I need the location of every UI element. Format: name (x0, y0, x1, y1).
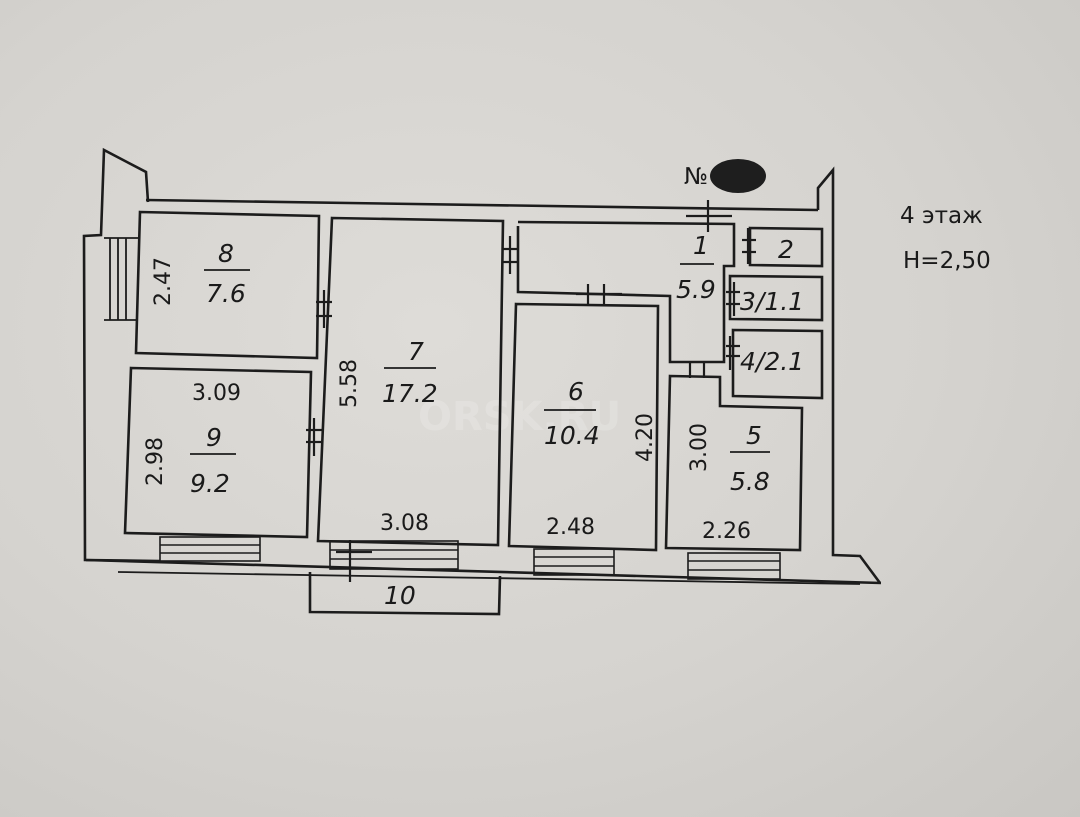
room-2-number: 2 (778, 235, 794, 264)
room-9-outline (123, 366, 313, 539)
dim-r9-width: 3.09 (192, 381, 241, 406)
dim-r6-width: 2.48 (546, 515, 595, 540)
dim-r5-width: 2.26 (702, 519, 751, 544)
room-6-area: 10.4 (544, 421, 600, 450)
room-4-label: 4/2.1 (740, 347, 804, 376)
stairs (104, 237, 138, 321)
dim-r9-height: 2.98 (143, 437, 168, 486)
ceiling-height: H=2,50 (903, 248, 991, 274)
room-8-outline (134, 210, 321, 360)
doors (306, 200, 756, 582)
room-1-area: 5.9 (676, 275, 716, 304)
dim-r7-height: 5.58 (337, 359, 362, 408)
room-1-outline (516, 220, 736, 364)
room-8-number: 8 (218, 239, 234, 268)
room-9-number: 9 (206, 423, 222, 452)
room-9-area: 9.2 (190, 469, 230, 498)
room-6-number: 6 (568, 377, 584, 406)
dim-r6-height: 4.20 (633, 413, 658, 462)
room-4-outline (731, 328, 824, 400)
dim-r8-height: 2.47 (151, 257, 176, 306)
room-5-number: 5 (746, 421, 762, 450)
windows (159, 536, 781, 580)
room-7-area: 17.2 (382, 379, 438, 408)
watermark: ORSK.RU (418, 394, 621, 440)
room-3-label: 3/1.1 (740, 287, 804, 316)
room-1-number: 1 (693, 231, 709, 260)
floor-label: 4 этаж (900, 203, 983, 229)
room-8-area: 7.6 (206, 279, 246, 308)
room-10-number: 10 (384, 581, 416, 610)
dim-r5-height: 3.00 (687, 423, 712, 472)
room-5-area: 5.8 (730, 467, 770, 496)
dim-r7-width: 3.08 (380, 511, 429, 536)
room-6-outline (507, 302, 660, 552)
apartment-number: № (684, 164, 708, 190)
room-5-outline (664, 374, 804, 552)
room-7-number: 7 (408, 337, 424, 366)
room-7-outline (316, 216, 505, 547)
redaction-mark (710, 159, 766, 193)
balcony-outline (308, 572, 502, 616)
